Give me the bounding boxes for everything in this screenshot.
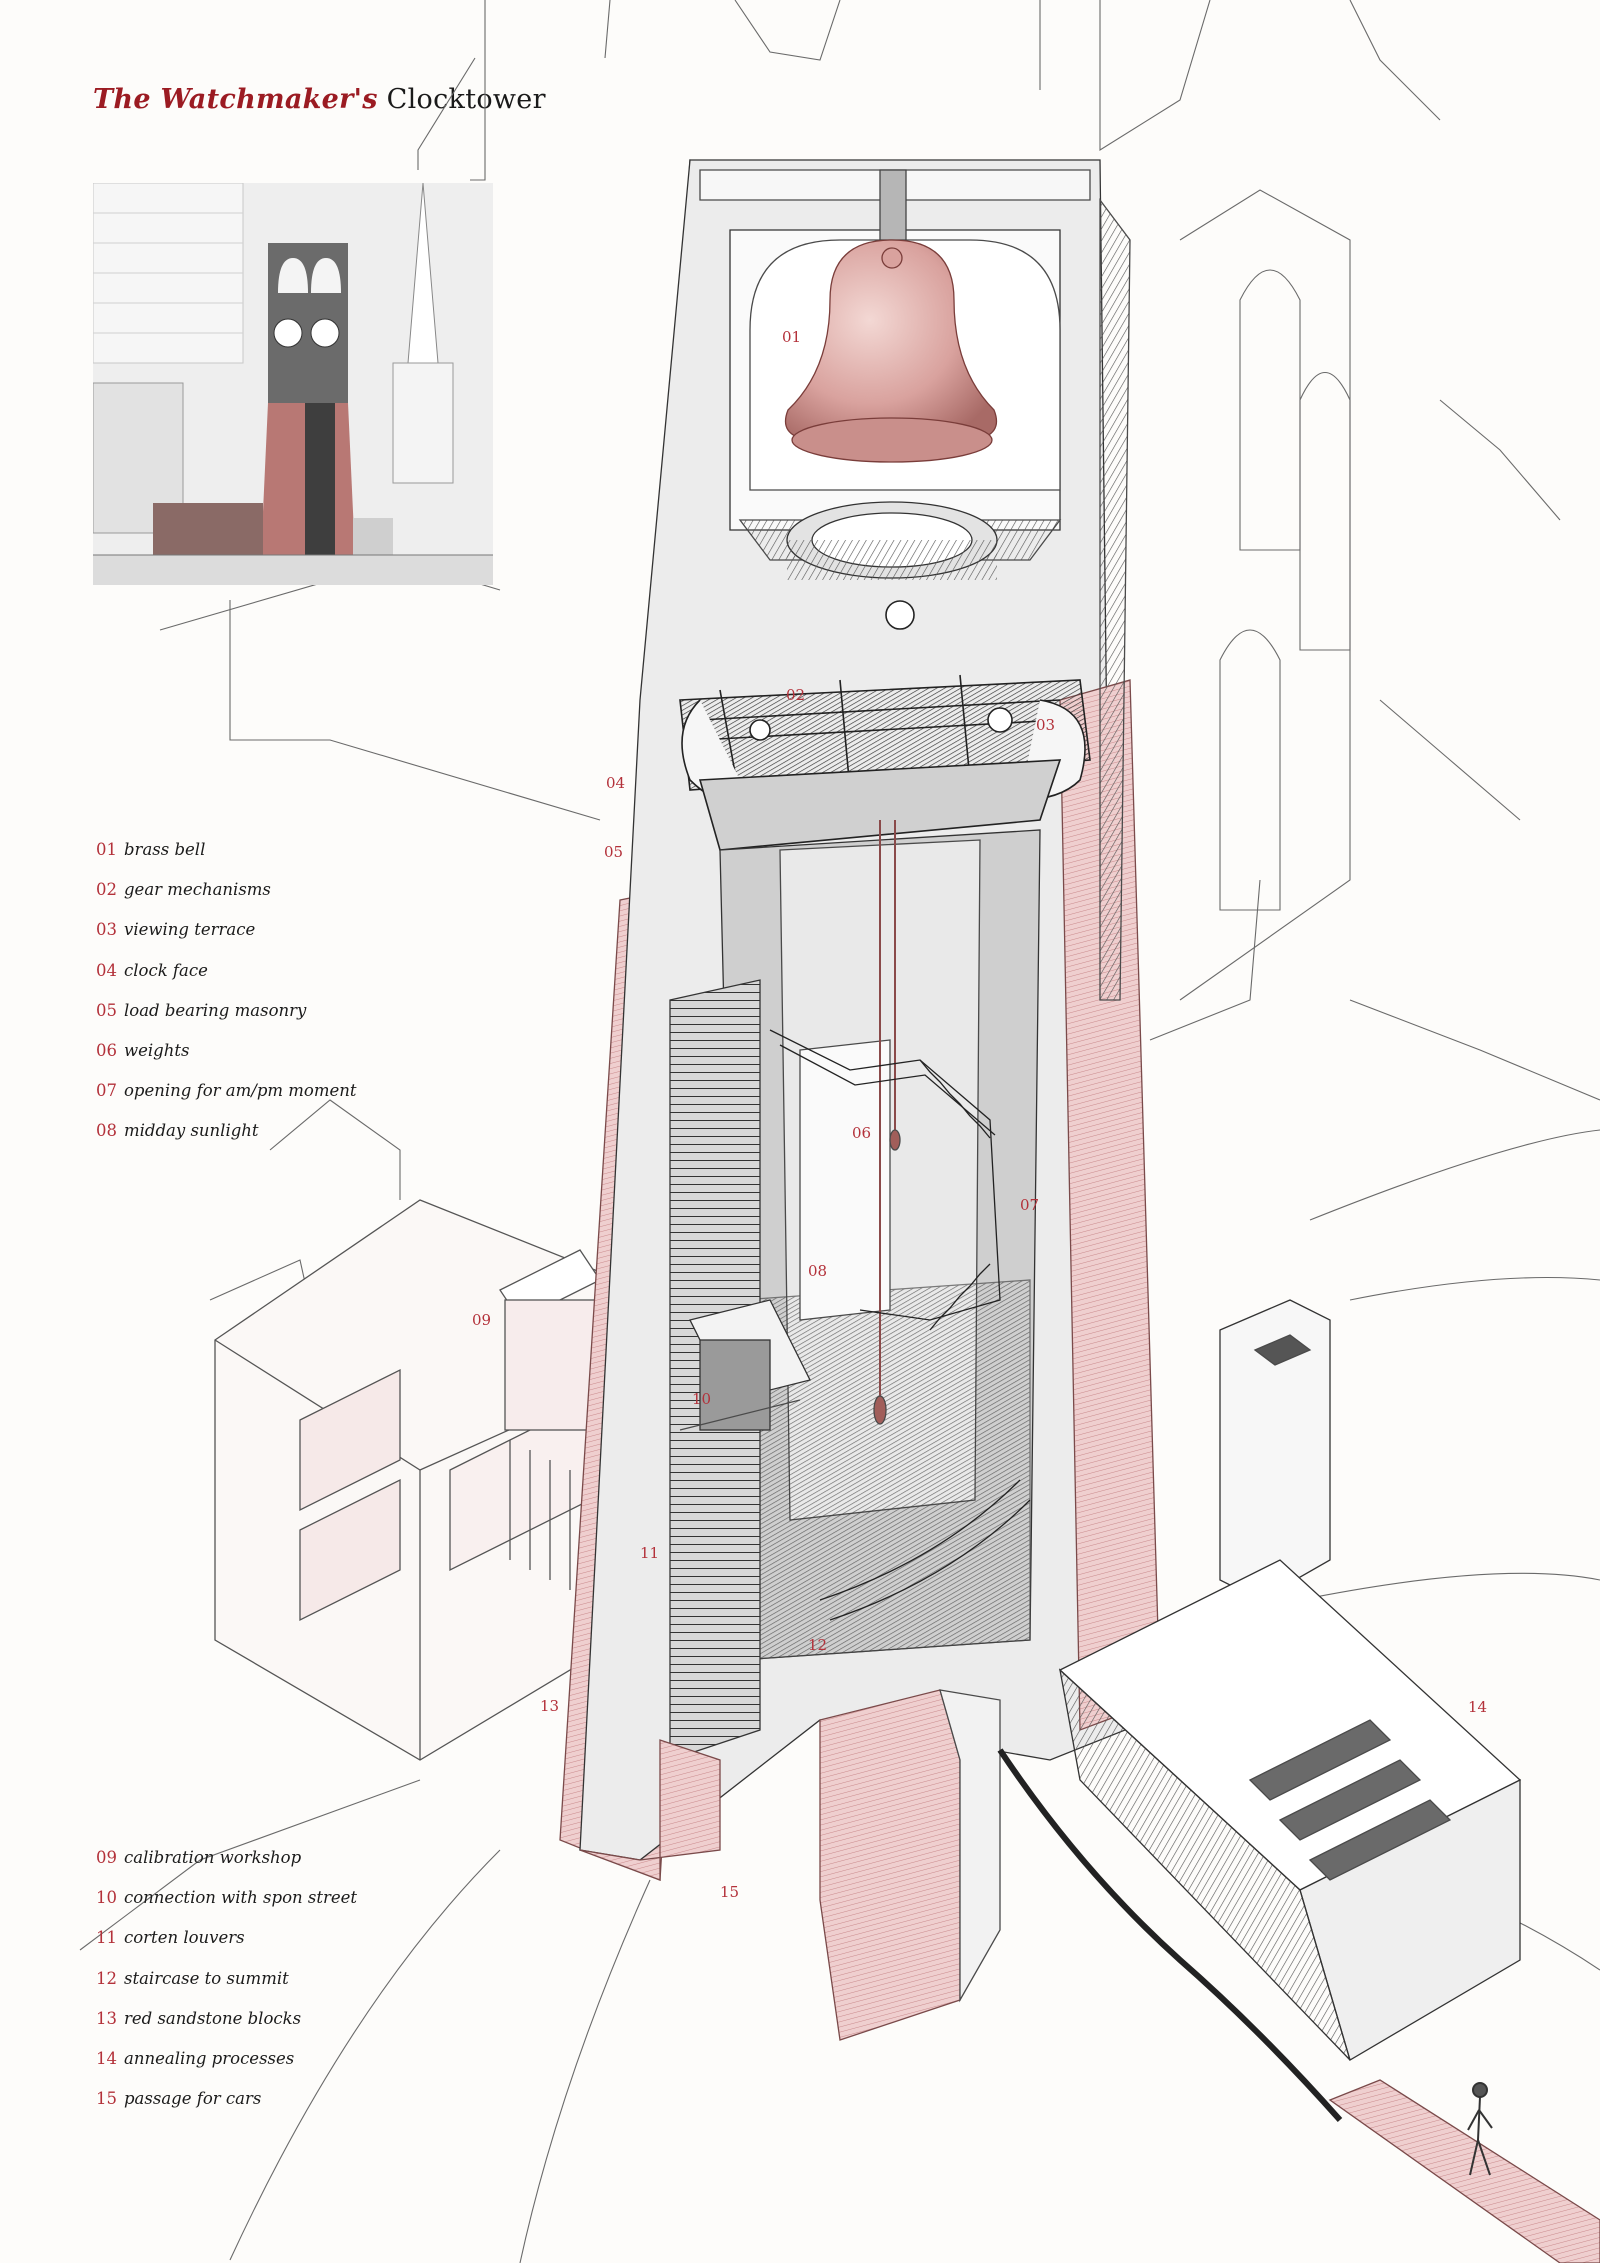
legend-number: 10 bbox=[96, 1888, 117, 1908]
legend-label: corten louvers bbox=[124, 1928, 245, 1948]
callout-06: 06 bbox=[852, 1124, 872, 1142]
legend-label: staircase to summit bbox=[124, 1968, 289, 1988]
perspective-inset bbox=[93, 183, 493, 585]
legend-number: 08 bbox=[96, 1121, 117, 1141]
legend-number: 13 bbox=[96, 2008, 117, 2028]
legend-number: 02 bbox=[96, 880, 117, 900]
legend-number: 12 bbox=[96, 1968, 117, 1988]
legend-item: 10 connection with spon street bbox=[96, 1888, 357, 1928]
legend-label: passage for cars bbox=[124, 2089, 262, 2109]
legend-label: gear mechanisms bbox=[124, 880, 271, 900]
legend-item: 04 clock face bbox=[96, 961, 357, 1001]
inner-shaft bbox=[719, 820, 1041, 1661]
legend-label: clock face bbox=[124, 960, 208, 980]
poster-title: The Watchmaker's Clocktower bbox=[93, 84, 546, 115]
legend-item: 07 opening for am/pm moment bbox=[96, 1081, 357, 1121]
callout-07: 07 bbox=[1020, 1196, 1040, 1214]
title-part-2: Clocktower bbox=[386, 84, 546, 115]
legend-number: 09 bbox=[96, 1848, 117, 1867]
callout-08: 08 bbox=[808, 1262, 828, 1280]
title-part-1: The Watchmaker's bbox=[93, 84, 378, 115]
legend-item: 05 load bearing masonry bbox=[96, 1001, 357, 1041]
inset-render bbox=[93, 183, 493, 585]
legend-number: 05 bbox=[96, 1000, 117, 1020]
legend-label: viewing terrace bbox=[124, 920, 256, 940]
legend-item: 08 midday sunlight bbox=[96, 1121, 357, 1161]
legend-label: load bearing masonry bbox=[124, 1000, 307, 1020]
callout-10: 10 bbox=[692, 1390, 712, 1408]
legend-label: annealing processes bbox=[124, 2048, 295, 2068]
callout-04: 04 bbox=[606, 774, 626, 792]
legend-item: 13 red sandstone blocks bbox=[96, 2009, 357, 2049]
pedestrian-figure bbox=[1467, 2082, 1493, 2176]
callout-05: 05 bbox=[604, 843, 624, 861]
legend-number: 14 bbox=[96, 2048, 117, 2068]
staircase-drawing bbox=[769, 1029, 1031, 1621]
callout-14: 14 bbox=[1468, 1698, 1488, 1716]
legend-label: calibration workshop bbox=[124, 1848, 302, 1867]
legend-label: weights bbox=[124, 1040, 190, 1060]
legend-item: 12 staircase to summit bbox=[96, 1969, 357, 2009]
legend-label: midday sunlight bbox=[124, 1121, 259, 1141]
legend-number: 03 bbox=[96, 920, 117, 940]
annealing-building bbox=[997, 1299, 1600, 2263]
callout-13: 13 bbox=[540, 1697, 560, 1715]
legend-label: opening for am/pm moment bbox=[124, 1081, 357, 1101]
legend-item: 09 calibration workshop bbox=[96, 1848, 357, 1888]
callout-02: 02 bbox=[786, 686, 806, 704]
legend-lower: 09 calibration workshop 10 connection with… bbox=[96, 1848, 357, 2129]
callout-15: 15 bbox=[720, 1883, 740, 1901]
legend-item: 06 weights bbox=[96, 1041, 357, 1081]
legend-number: 15 bbox=[96, 2089, 117, 2109]
tower-base bbox=[579, 1689, 1001, 2041]
gear-mechanism-drawing bbox=[679, 600, 1091, 851]
callout-03: 03 bbox=[1036, 716, 1056, 734]
legend-item: 03 viewing terrace bbox=[96, 920, 357, 960]
callout-11: 11 bbox=[640, 1544, 660, 1562]
callout-12: 12 bbox=[808, 1636, 828, 1654]
legend-number: 07 bbox=[96, 1081, 117, 1101]
legend-label: red sandstone blocks bbox=[124, 2008, 302, 2028]
brass-bell-drawing bbox=[784, 169, 998, 463]
legend-item: 01 brass bell bbox=[96, 840, 357, 880]
legend-label: brass bell bbox=[124, 840, 206, 859]
bell-ring bbox=[786, 501, 998, 580]
callout-01: 01 bbox=[782, 328, 802, 346]
legend-item: 11 corten louvers bbox=[96, 1928, 357, 1968]
legend-number: 04 bbox=[96, 960, 117, 980]
legend-item: 15 passage for cars bbox=[96, 2089, 357, 2129]
legend-label: connection with spon street bbox=[124, 1888, 358, 1908]
legend-number: 11 bbox=[96, 1928, 117, 1948]
legend-upper: 01 brass bell 02 gear mechanisms 03 viewing… bbox=[96, 840, 357, 1162]
legend-number: 01 bbox=[96, 840, 117, 859]
spon-street-connection bbox=[679, 1299, 811, 1431]
calibration-workshop bbox=[214, 1199, 691, 1761]
callout-09: 09 bbox=[472, 1311, 492, 1329]
legend-item: 14 annealing processes bbox=[96, 2049, 357, 2089]
legend-item: 02 gear mechanisms bbox=[96, 880, 357, 920]
legend-number: 06 bbox=[96, 1040, 117, 1060]
